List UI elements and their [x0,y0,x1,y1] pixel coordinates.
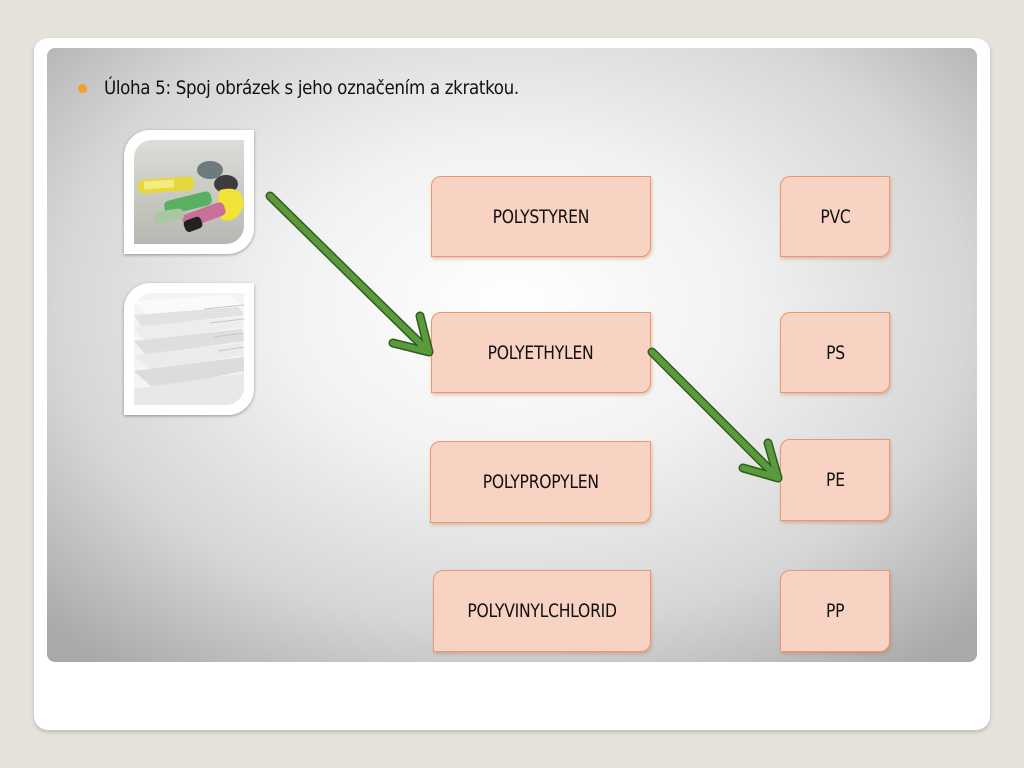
abbr-box-ps[interactable]: PS [780,312,890,393]
name-label: POLYPROPYLEN [482,471,599,493]
bullet-icon [78,83,87,93]
name-box-polypropylen[interactable]: POLYPROPYLEN [430,441,651,523]
plastic-bags-image [134,140,244,244]
abbr-label: PE [825,469,845,491]
photo-foam-boards[interactable] [124,283,254,415]
foam-boards-image [134,293,244,405]
task-title-row: Úloha 5: Spoj obrázek s jeho označením a… [78,74,575,102]
abbr-label: PP [825,600,845,622]
name-label: POLYSTYREN [492,205,590,228]
name-box-polyethylen[interactable]: POLYETHYLEN [431,312,651,393]
abbr-label: PS [825,341,845,364]
name-label: POLYETHYLEN [488,341,594,364]
name-box-polystyren[interactable]: POLYSTYREN [431,176,651,257]
abbr-label: PVC [819,205,851,228]
abbr-box-pvc[interactable]: PVC [780,176,890,257]
abbr-box-pe[interactable]: PE [780,439,890,521]
name-box-polyvinylchlorid[interactable]: POLYVINYLCHLORID [433,570,651,652]
name-label: POLYVINYLCHLORID [467,600,617,622]
task-title: Úloha 5: Spoj obrázek s jeho označením a… [104,77,519,99]
photo-plastic-bags[interactable] [124,130,254,254]
abbr-box-pp[interactable]: PP [780,570,890,652]
